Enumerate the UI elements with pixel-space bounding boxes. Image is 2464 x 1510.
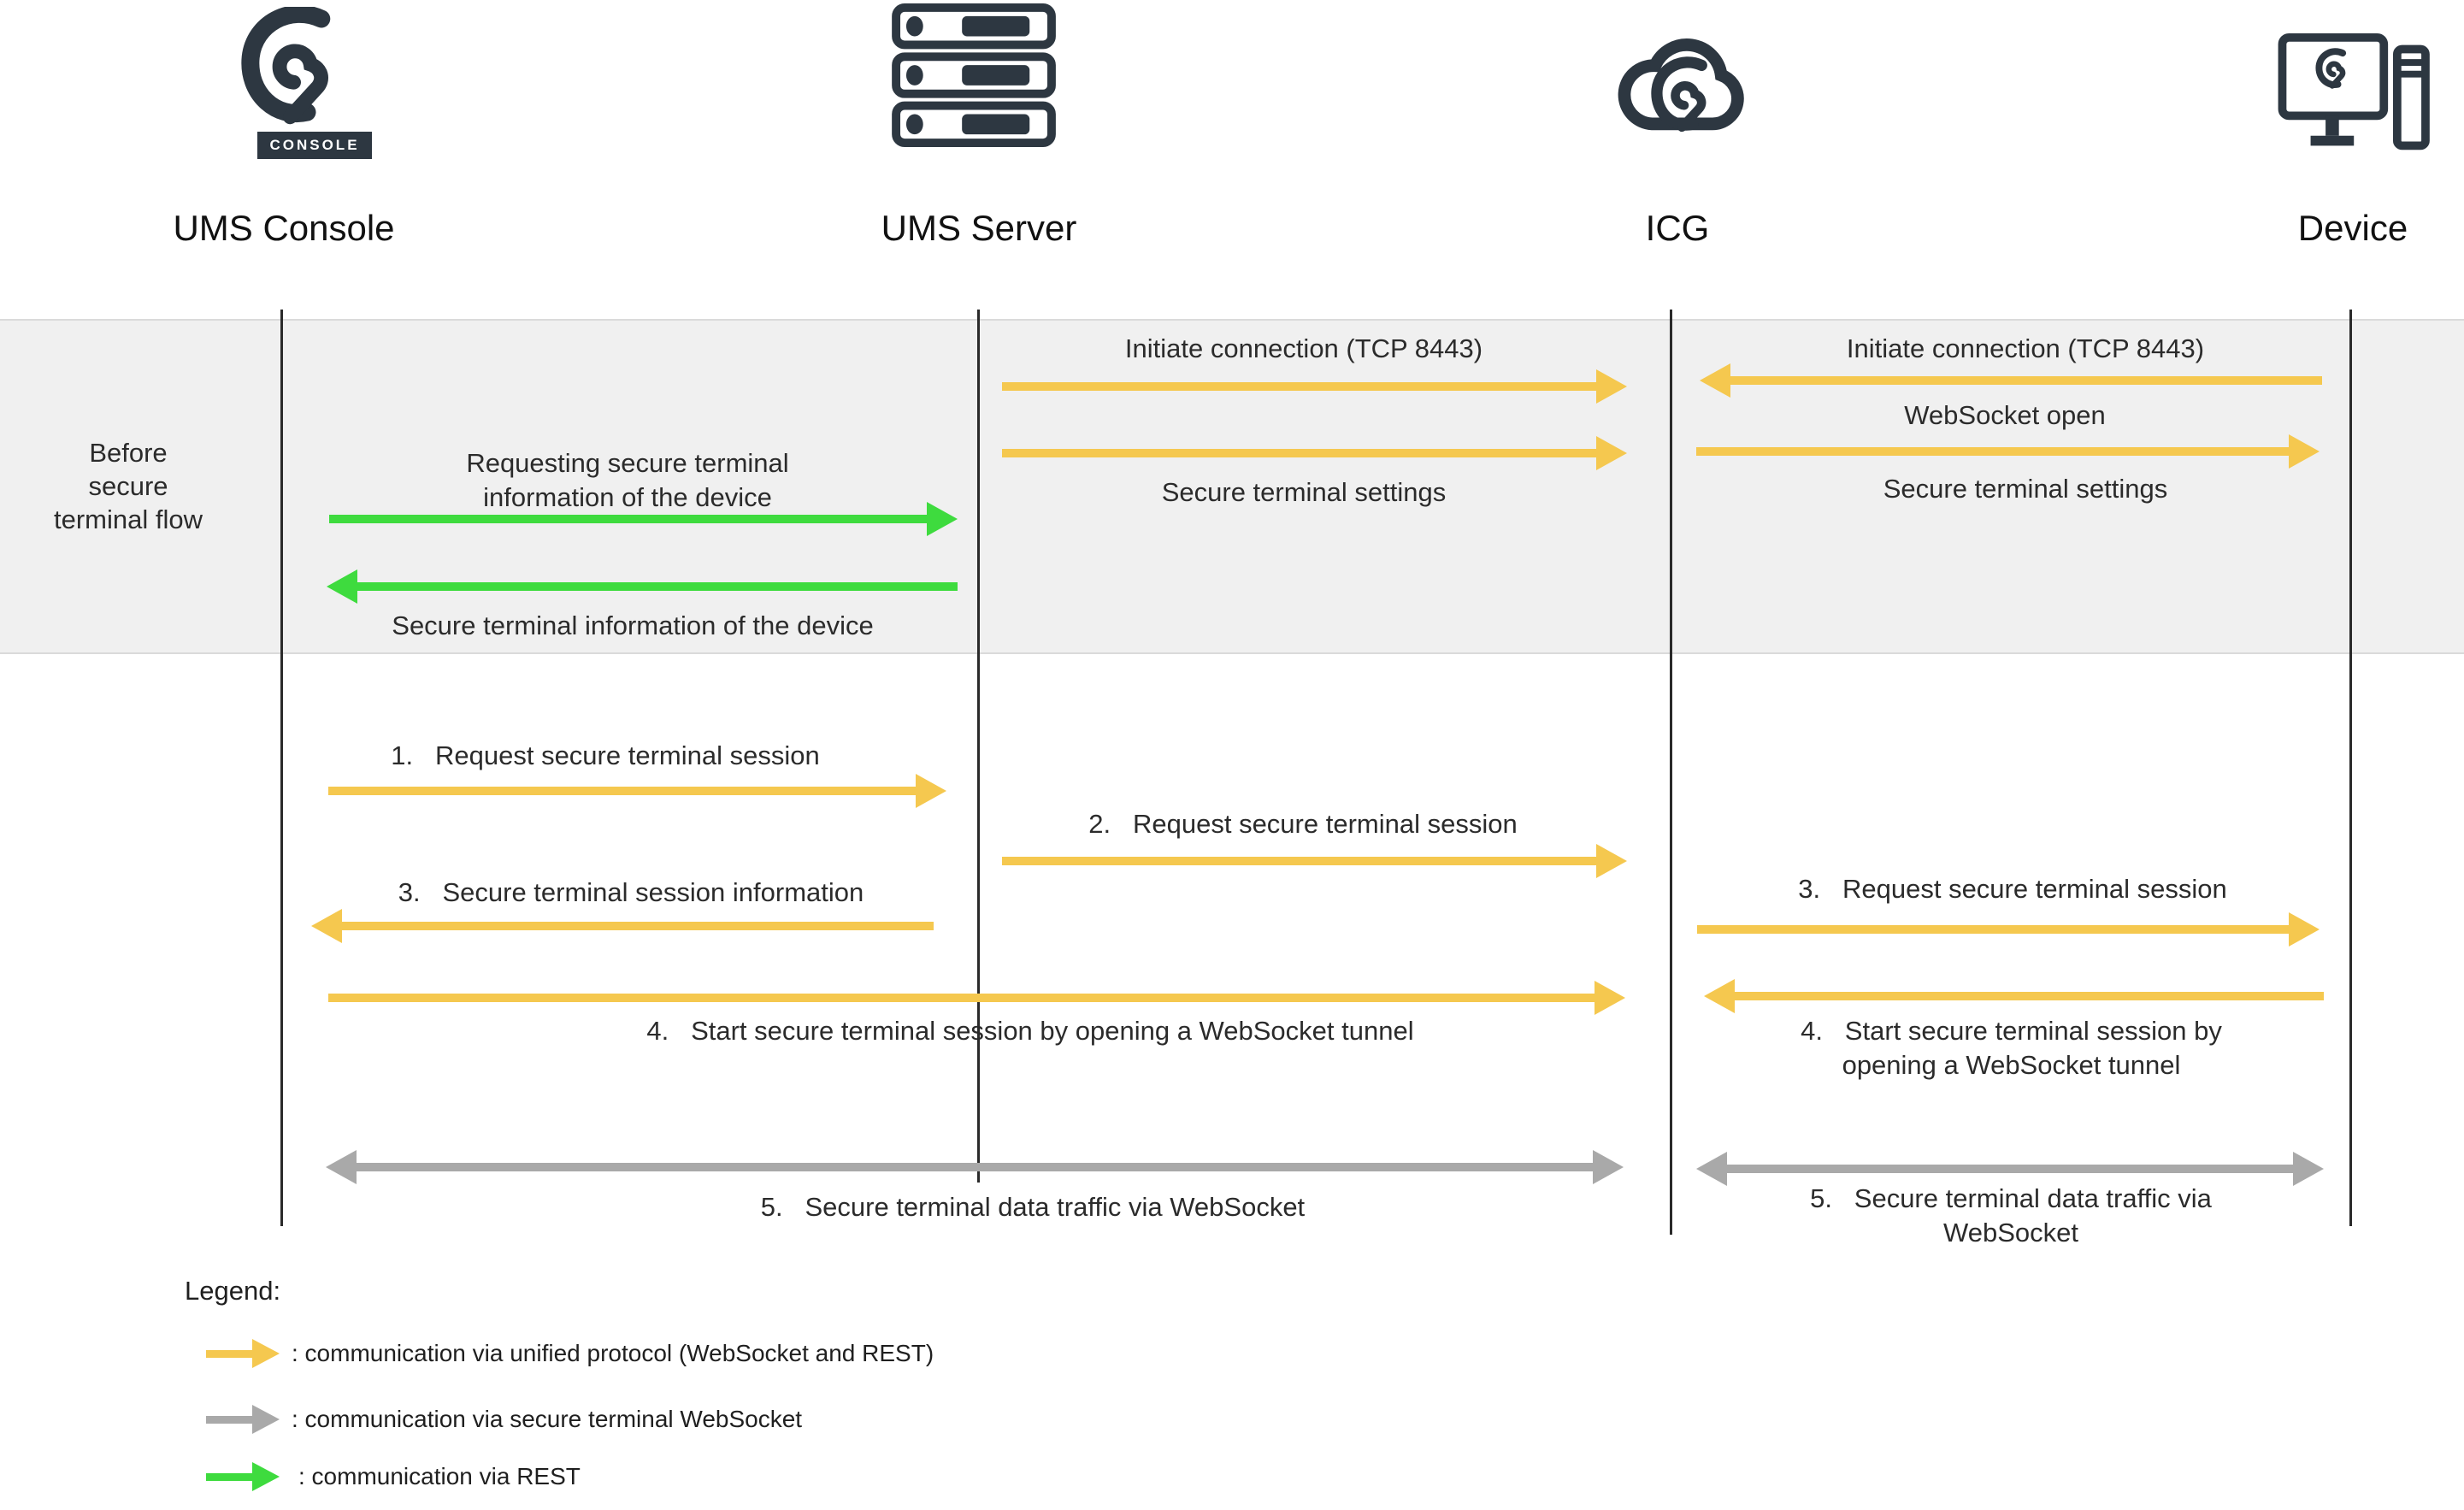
- arrow-initiate-connection-mid: [1002, 369, 1627, 404]
- arrow-step4-left: [328, 981, 1625, 1015]
- legend-title: Legend:: [185, 1276, 281, 1306]
- entity-label-ums-server: UMS Server: [881, 208, 1077, 248]
- arrow-requesting-secure-terminal-info: [329, 502, 958, 536]
- legend-text-unified-protocol: : communication via unified protocol (We…: [292, 1340, 934, 1366]
- label-secure-terminal-settings-right: Secure terminal settings: [1883, 474, 2168, 504]
- label-step3-left: 3. Secure terminal session information: [398, 877, 864, 907]
- label-step3-right: 3. Request secure terminal session: [1798, 874, 2227, 904]
- device-workstation-icon: [2277, 32, 2444, 159]
- lifeline-ums-server: [977, 310, 980, 1183]
- label-secure-terminal-settings-mid: Secure terminal settings: [1161, 477, 1447, 507]
- label-step5-left: 5. Secure terminal data traffic via WebS…: [760, 1192, 1306, 1222]
- label-initiate-connection-right: Initiate connection (TCP 8443): [1846, 333, 2205, 363]
- arrow-step4-right: [1704, 979, 2324, 1013]
- igel-cloud-icon: [1605, 7, 1762, 159]
- console-badge: CONSOLE: [257, 132, 372, 159]
- arrow-secure-terminal-info-response: [327, 569, 958, 604]
- server-rack-icon: [890, 3, 1061, 148]
- arrow-step2: [1002, 844, 1627, 878]
- legend-arrow-rest: [206, 1461, 280, 1492]
- arrow-step5-right: [1696, 1152, 2324, 1186]
- arrow-step3-left: [311, 909, 934, 943]
- label-step5-right: 5. Secure terminal data traffic via WebS…: [1810, 1183, 2219, 1248]
- entity-label-icg: ICG: [1645, 208, 1710, 248]
- lifeline-ums-console: [280, 310, 283, 1226]
- label-step4-left: 4. Start secure terminal session by open…: [646, 1016, 1414, 1046]
- entity-label-device: Device: [2297, 208, 2408, 248]
- igel-console-icon: CONSOLE: [218, 7, 372, 159]
- arrow-secure-terminal-settings-mid: [1002, 436, 1627, 470]
- arrow-step5-left: [326, 1150, 1624, 1184]
- legend-text-secure-terminal-websocket: : communication via secure terminal WebS…: [292, 1406, 803, 1432]
- entity-label-ums-console: UMS Console: [173, 208, 395, 248]
- label-initiate-connection-mid: Initiate connection (TCP 8443): [1124, 333, 1483, 363]
- legend-text-rest: : communication via REST: [298, 1463, 581, 1489]
- legend-arrow-secure-terminal-websocket: [206, 1404, 280, 1435]
- band-row-label: Before secure terminal flow: [54, 438, 203, 534]
- arrow-step1: [328, 774, 946, 808]
- arrow-initiate-connection-right: [1700, 363, 2322, 398]
- arrow-step3-right: [1697, 912, 2320, 947]
- legend-arrow-unified-protocol: [206, 1338, 280, 1369]
- lifeline-device: [2349, 310, 2352, 1226]
- label-secure-terminal-info-response: Secure terminal information of the devic…: [392, 610, 874, 640]
- label-step2: 2. Request secure terminal session: [1088, 809, 1518, 839]
- label-websocket-open: WebSocket open: [1904, 400, 2106, 430]
- label-step1: 1. Request secure terminal session: [391, 740, 820, 770]
- lifeline-icg: [1670, 310, 1672, 1235]
- label-step4-right: 4. Start secure terminal session by open…: [1801, 1016, 2230, 1080]
- arrow-websocket-open: [1696, 434, 2320, 469]
